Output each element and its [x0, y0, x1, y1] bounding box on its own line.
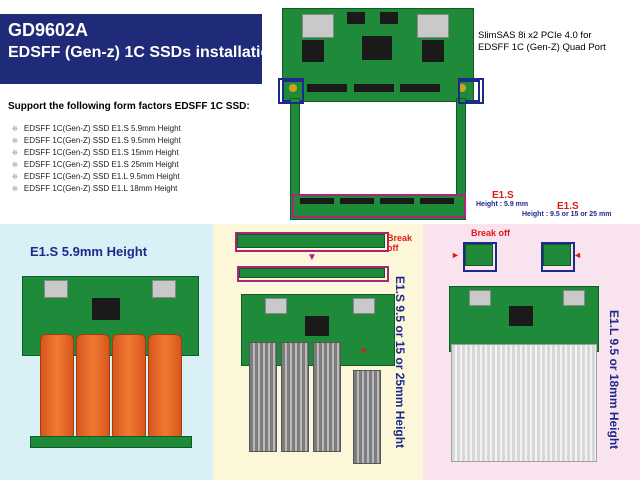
- support-heading: Support the following form factors EDSFF…: [8, 101, 250, 112]
- ssd-heatsink: [249, 342, 277, 452]
- panel-e1l-9-5-18mm: Break off ► ◄ E1.L 9.5 or 18mm Height: [423, 224, 640, 480]
- connector-callout: SlimSAS 8i x2 PCIe 4.0 for EDSFF 1C (Gen…: [478, 30, 606, 53]
- form-factor-item: ❊EDSFF 1C(Gen-Z) SSD E1.S 25mm Height: [12, 160, 179, 169]
- ssd-heatsink: [281, 342, 309, 452]
- ssd-heatsink: [313, 342, 341, 452]
- title-banner: [0, 14, 262, 84]
- ssd-heatsink: [353, 370, 381, 464]
- product-code: GD9602A: [8, 20, 89, 40]
- form-factor-item: ❊EDSFF 1C(Gen-Z) SSD E1.S 5.9mm Height: [12, 124, 181, 133]
- form-factor-item: ❊EDSFF 1C(Gen-Z) SSD E1.S 9.5mm Height: [12, 136, 181, 145]
- panel-title: E1.S 5.9mm Height: [30, 244, 148, 259]
- top-board-illustration: [282, 0, 480, 222]
- arrow-down-icon: ▼: [307, 252, 317, 263]
- panel-vertical-title: E1.S 9.5 or 15 or 25mm Height: [393, 276, 407, 449]
- e1s-connector-highlight: [292, 194, 466, 218]
- ssd-heatsink: [451, 344, 597, 462]
- height-label-a: Height : 5.9 mm: [476, 201, 529, 208]
- arrow-left-icon: ◄: [573, 250, 582, 260]
- panel-vertical-title: E1.L 9.5 or 18mm Height: [607, 310, 621, 450]
- arrow-down-icon: ▼: [359, 346, 368, 356]
- product-title: EDSFF (Gen-z) 1C SSDs installation: [8, 44, 281, 61]
- form-factor-item: ❊EDSFF 1C(Gen-Z) SSD E1.L 18mm Height: [12, 184, 178, 193]
- ssd-module: [148, 334, 182, 440]
- break-off-label: Break off: [471, 228, 511, 238]
- callout-box-right: [458, 78, 484, 104]
- form-factor-item: ❊EDSFF 1C(Gen-Z) SSD E1.L 9.5mm Height: [12, 172, 180, 181]
- ssd-module: [76, 334, 110, 440]
- e1s-label-b: E1.S: [557, 201, 579, 212]
- height-label-b: Height : 9.5 or 15 or 25 mm: [522, 211, 612, 218]
- ssd-module: [40, 334, 74, 440]
- panel-e1s-9-5-15-25mm: Break off ▼ ▼ E1.S 9.5 or 15 or 25mm Hei…: [213, 224, 423, 480]
- callout-box-left: [278, 78, 304, 104]
- ssd-module: [112, 334, 146, 440]
- arrow-right-icon: ►: [451, 250, 460, 260]
- form-factor-item: ❊EDSFF 1C(Gen-Z) SSD E1.S 15mm Height: [12, 148, 179, 157]
- e1s-label-a: E1.S: [492, 190, 514, 201]
- break-off-label: Break off: [387, 233, 413, 253]
- panel-e1s-5-9mm: E1.S 5.9mm Height: [0, 224, 213, 480]
